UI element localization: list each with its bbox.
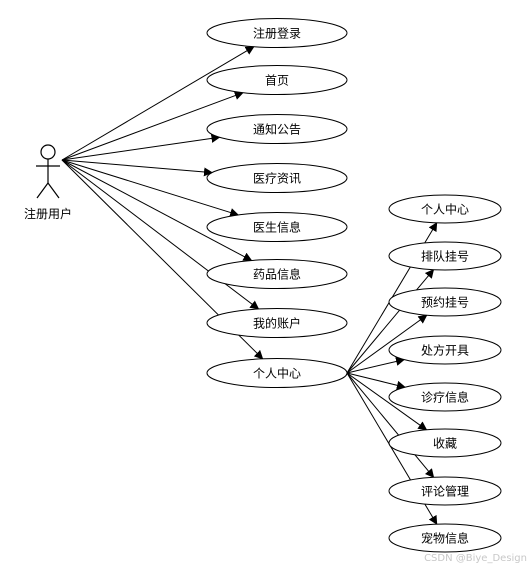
usecase-personal-center-label: 个人中心	[253, 366, 301, 381]
usecase-my-account-ellipse	[206, 308, 348, 338]
usecase-drug-info-ellipse	[206, 259, 348, 289]
usecase-personal-center-ellipse	[206, 358, 348, 388]
edge-personal-center-to-favorites	[346, 372, 428, 431]
usecase-pet-info-label: 宠物信息	[421, 531, 469, 546]
usecase-register-ellipse	[206, 18, 348, 48]
usecase-notice-label: 通知公告	[253, 123, 301, 137]
usecase-review-manage-label: 评论管理	[421, 484, 469, 499]
usecase-queue-register: 排队挂号	[388, 241, 502, 271]
edge-personal-center-to-review-manage	[346, 372, 435, 478]
usecase-notice: 通知公告	[206, 114, 348, 144]
usecase-doctor-info: 医生信息	[206, 212, 348, 242]
edge-actor-to-notice	[61, 133, 221, 161]
usecase-pet-info: 宠物信息	[388, 523, 502, 553]
usecase-favorites-label: 收藏	[433, 437, 457, 451]
usecase-pet-info-ellipse	[388, 523, 502, 553]
usecase-appointment-label: 预约挂号	[421, 295, 469, 310]
usecase-diagnosis-info-label: 诊疗信息	[421, 390, 469, 405]
usecase-drug-info: 药品信息	[206, 259, 348, 289]
actor-figure	[36, 144, 60, 199]
usecase-personal-center: 个人中心	[206, 358, 348, 388]
usecase-medical-info: 医疗资讯	[206, 163, 348, 193]
usecase-diagnosis-info: 诊疗信息	[388, 382, 502, 412]
actor-label: 注册用户	[24, 206, 72, 221]
usecase-prescription-label: 处方开具	[421, 343, 469, 358]
usecase-prescription: 处方开具	[388, 335, 502, 365]
usecase-notice-ellipse	[206, 114, 348, 144]
usecase-drug-info-label: 药品信息	[253, 267, 301, 282]
usecase-sub-personal-center: 个人中心	[388, 194, 502, 224]
usecase-doctor-info-label: 医生信息	[253, 220, 301, 235]
usecase-appointment-ellipse	[388, 287, 502, 317]
edge-personal-center-to-appointment	[346, 314, 428, 374]
edge-actor-to-drug-info	[61, 159, 253, 261]
usecase-medical-info-label: 医疗资讯	[253, 172, 301, 186]
edge-personal-center-to-queue-register	[346, 269, 435, 374]
edge-personal-center-to-prescription	[346, 357, 406, 374]
edge-actor-to-register	[61, 46, 255, 161]
usecase-review-manage: 评论管理	[388, 476, 502, 506]
usecase-review-manage-ellipse	[388, 476, 502, 506]
usecase-queue-register-ellipse	[388, 241, 502, 271]
edge-personal-center-to-diagnosis-info	[346, 372, 406, 390]
usecase-home-ellipse	[206, 65, 348, 95]
usecase-favorites: 收藏	[388, 428, 502, 458]
usecase-medical-info-ellipse	[206, 163, 348, 193]
usecase-sub-personal-center-label: 个人中心	[421, 202, 469, 217]
edge-actor-to-medical-info	[61, 159, 213, 177]
usecase-my-account-label: 我的账户	[253, 316, 301, 331]
edge-actor-to-home	[61, 91, 244, 161]
usecase-appointment: 预约挂号	[388, 287, 502, 317]
usecase-register: 注册登录	[206, 18, 348, 48]
usecase-home-label: 首页	[265, 74, 289, 88]
usecase-doctor-info-ellipse	[206, 212, 348, 242]
usecase-register-label: 注册登录	[253, 26, 301, 41]
edge-actor-to-doctor-info	[61, 159, 240, 217]
usecase-favorites-ellipse	[388, 428, 502, 458]
usecase-queue-register-label: 排队挂号	[421, 249, 469, 264]
usecase-home: 首页	[206, 65, 348, 95]
usecase-diagnosis-info-ellipse	[388, 382, 502, 412]
usecase-sub-personal-center-ellipse	[388, 194, 502, 224]
usecase-prescription-ellipse	[388, 335, 502, 365]
usecase-my-account: 我的账户	[206, 308, 348, 338]
watermark: CSDN @Biye_Design	[424, 553, 527, 564]
